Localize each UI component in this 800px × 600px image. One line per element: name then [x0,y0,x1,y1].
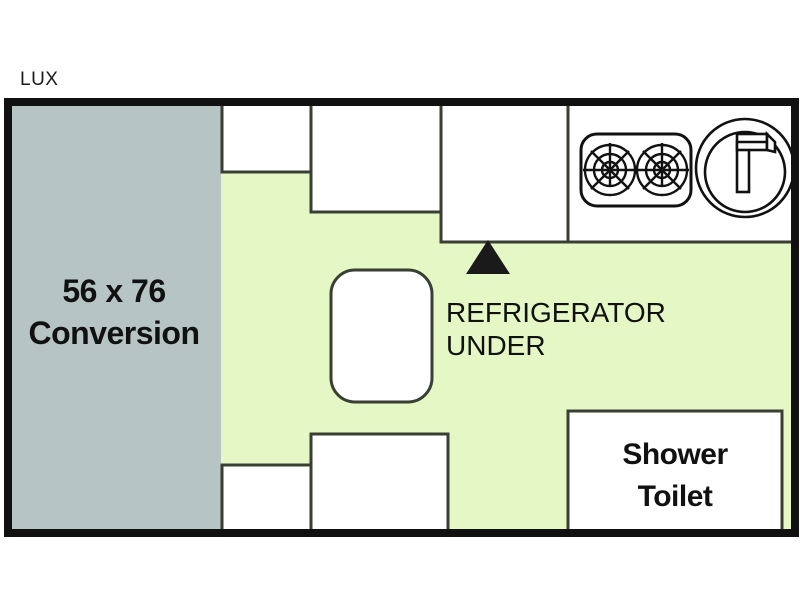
bathroom-enclosure [566,409,784,535]
bathroom-label-line2: Toilet [638,480,713,513]
bed-conversion-label: Conversion [28,315,199,351]
two-burner-cooktop-icon [579,132,693,208]
rounded-table-icon [329,268,434,404]
refrigerator-label-line2: UNDER [446,330,546,361]
lower-front-cabinet [220,463,313,535]
burner-left-icon [583,143,637,197]
exterior-wall [4,98,799,537]
galley-counter [439,100,570,244]
bathroom-label-line1: Shower [622,438,728,471]
model-title: LUX [20,69,59,90]
refrigerator-label-line1: REFRIGERATOR [446,297,666,328]
dinette-bench [309,432,450,535]
round-sink-with-faucet-icon [694,117,796,219]
front-overhead-cabinet [220,100,313,174]
burner-right-icon [635,143,689,197]
bed-conversion-area [8,102,221,533]
bed-size-label: 56 x 76 [62,273,165,309]
up-triangle-icon [466,240,510,274]
wardrobe-cabinet [309,100,443,214]
